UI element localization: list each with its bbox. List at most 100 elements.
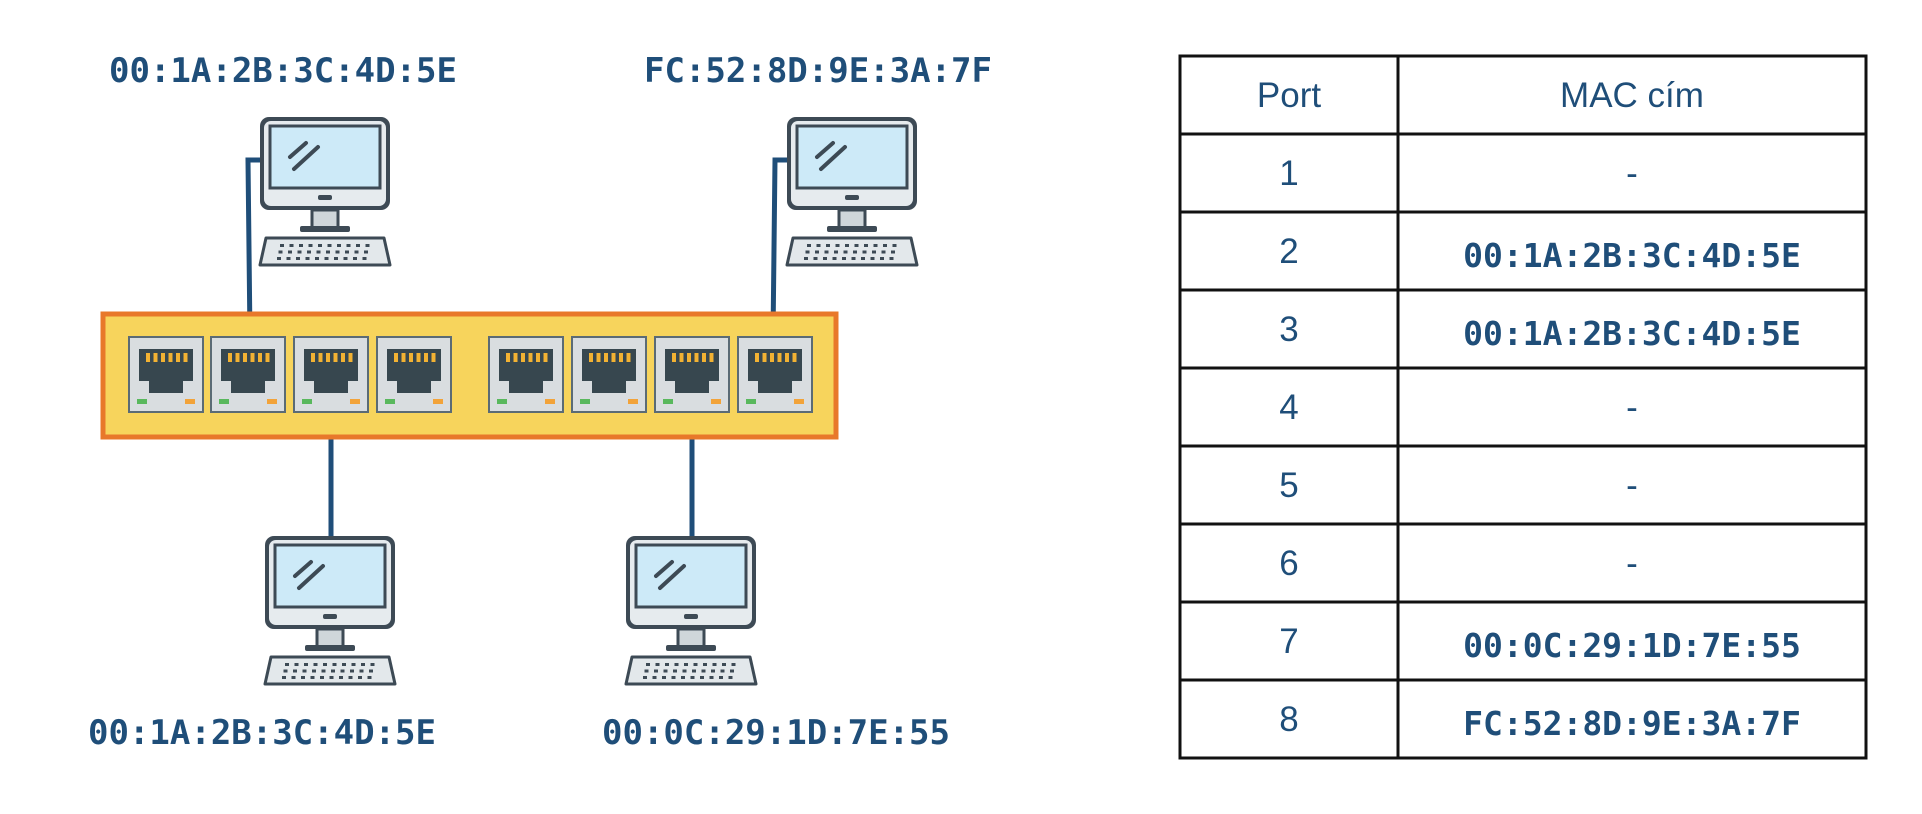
screen-glare [288,141,308,159]
keyboard-key [891,250,895,254]
mac-label-pc-bottom-left: 00:1A:2B:3C:4D:5E [88,713,436,753]
port-pin [258,353,262,362]
table-cell-port: 7 [1279,622,1298,661]
screen-glare [297,564,325,590]
keyboard-key [681,676,685,679]
desktop-computer-icon-pc-bottom-left [263,536,397,686]
port-pin [311,353,315,362]
keyboard-key [353,257,357,260]
keyboard-key [646,663,650,666]
monitor-base [305,645,355,651]
power-indicator [323,614,337,619]
keyboard-key [835,244,840,247]
keyboard-key [889,257,894,260]
keyboard-key [662,676,666,679]
keyboard-key [671,676,676,679]
keyboard-key [304,663,308,666]
port-pin [536,353,540,362]
keyboard-key [807,244,811,247]
keyboard-key [323,663,327,666]
keyboard-key [823,257,827,260]
port-pin [762,353,767,362]
port-pin [318,353,323,362]
keyboard-key [832,257,837,260]
keyboard-key [364,250,368,254]
keyboard-key [728,676,733,679]
keyboard-key [356,244,360,247]
keyboard-key [313,663,318,666]
table-cell-port: 6 [1279,544,1298,583]
monitor-screen [795,124,909,190]
keyboard-key [853,250,857,254]
ethernet-port-icon-2 [210,336,286,413]
keyboard-key [682,669,687,673]
ethernet-port-icon-3 [293,336,369,413]
keyboard-key [674,663,679,666]
keyboard-key [327,244,332,247]
keyboard-key [703,663,707,666]
keyboard-key [308,244,313,247]
ethernet-port-icon-5 [488,336,564,413]
keyboard-key [307,250,311,254]
keyboard-key [285,663,289,666]
keyboard-key [709,676,714,679]
keyboard-key [365,244,370,247]
keyboard-key [340,669,345,673]
desktop-computer-icon-pc-bottom-right [624,536,758,686]
table-cell-port: 8 [1279,700,1298,739]
keyboard-key [824,250,829,254]
keyboard-key [862,250,867,254]
port-pin [228,353,232,362]
port-pin [333,353,338,362]
keyboard-key [692,669,696,673]
keyboard-key [370,663,375,666]
screen-glare [654,560,674,578]
keyboard-key [278,250,283,254]
port-pin [672,353,676,362]
keyboard-key [277,257,281,260]
keyboard-key [358,676,362,679]
mac-label-pc-top-left: 00:1A:2B:3C:4D:5E [109,51,457,91]
port-led-orange [267,399,277,404]
screen-glare [658,564,686,590]
table-cell-port: 2 [1279,232,1298,271]
keyboard-key [294,663,299,666]
keyboard-key [361,663,365,666]
keyboard-key [286,257,291,260]
keyboard-key [289,244,294,247]
monitor-base [827,226,877,232]
port-led-orange [185,399,195,404]
port-led-green [302,399,312,404]
table-cell-mac: FC:52:8D:9E:3A:7F [1463,704,1801,743]
monitor-screen [273,543,387,609]
port-pin [243,353,247,362]
port-pin [146,353,150,362]
keyboard-key [845,244,849,247]
keyboard-key [815,250,819,254]
port-pin [770,353,774,362]
keyboard-key [712,663,717,666]
keyboard-key [324,257,329,260]
screen-glare [815,141,835,159]
port-led-orange [433,399,443,404]
table-header-port: Port [1257,76,1321,115]
keyboard-key [296,257,300,260]
keyboard-key [644,669,649,673]
port-led-orange [711,399,721,404]
monitor-stand [310,208,340,230]
keyboard-key [329,676,334,679]
mac-label-pc-top-right: FC:52:8D:9E:3A:7F [644,51,992,91]
keyboard-key [332,663,337,666]
keyboard-key [337,244,341,247]
keyboard-key [351,663,356,666]
keyboard-key [318,244,322,247]
table-header-mac: MAC cím [1560,76,1704,115]
keyboard-key [730,669,734,673]
keyboard-key [881,250,886,254]
port-pin [168,353,173,362]
port-led-green [746,399,756,404]
keyboard-key [301,676,305,679]
port-pin [777,353,782,362]
port-led-green [219,399,229,404]
